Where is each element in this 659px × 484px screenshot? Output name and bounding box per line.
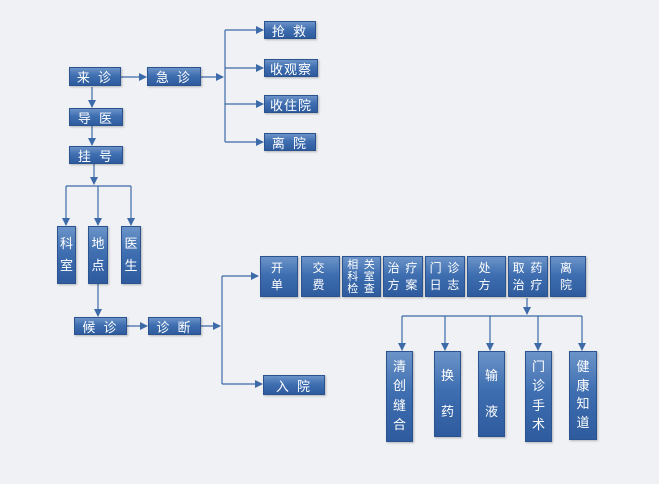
huanyao-char-1: 换 bbox=[440, 368, 454, 384]
node-didian: 地 点 bbox=[88, 226, 108, 284]
qingchuang-char-3: 缝 bbox=[392, 398, 406, 414]
node-shouguancha: 收观察 bbox=[264, 59, 318, 78]
yisheng-char-1: 医 bbox=[124, 236, 138, 252]
treat-huanyao: 换 药 bbox=[434, 351, 461, 437]
shoushu-char-1: 门 bbox=[531, 360, 545, 376]
step-chufang: 处 方 bbox=[467, 256, 506, 297]
treat-shoushu: 门 诊 手 术 bbox=[525, 351, 552, 442]
node-guahao: 挂 号 bbox=[69, 146, 123, 165]
step-quyao-top: 取 药 bbox=[512, 260, 544, 275]
shoushu-char-3: 手 bbox=[531, 398, 545, 414]
step-liyuan-top: 离 bbox=[559, 260, 576, 275]
node-houzhen: 候 诊 bbox=[74, 317, 127, 336]
jiankang-char-2: 康 bbox=[576, 378, 590, 394]
keshi-char-2: 室 bbox=[59, 258, 73, 274]
shuye-char-2: 液 bbox=[484, 404, 498, 420]
node-liyuan-top: 离 院 bbox=[264, 133, 316, 152]
huanyao-char-2: 药 bbox=[440, 404, 454, 420]
shoushu-char-2: 诊 bbox=[531, 379, 545, 395]
step-chufang-top: 处 bbox=[478, 260, 495, 275]
shoushu-char-4: 术 bbox=[531, 417, 545, 433]
step-jiancha-line-1: 相 关 bbox=[347, 258, 376, 272]
step-kaidan: 开 单 bbox=[260, 256, 298, 297]
node-zhenduan: 诊 断 bbox=[148, 317, 201, 336]
qingchuang-char-4: 合 bbox=[392, 417, 406, 433]
node-jizhen: 急 诊 bbox=[147, 67, 201, 86]
step-liyuan-bottom: 院 bbox=[559, 278, 576, 293]
node-laizhen: 来 诊 bbox=[69, 67, 121, 86]
step-jiaofei: 交 费 bbox=[301, 256, 340, 297]
step-jiaofei-bottom: 费 bbox=[312, 278, 329, 293]
treat-qingchuang: 清 创 缝 合 bbox=[386, 351, 413, 442]
node-ruyuan: 入 院 bbox=[263, 375, 325, 395]
node-yisheng: 医 生 bbox=[121, 226, 141, 284]
step-jiancha-line-2: 科 室 bbox=[347, 269, 376, 283]
jiankang-char-4: 道 bbox=[576, 416, 590, 432]
step-kaidan-bottom: 单 bbox=[270, 278, 287, 293]
didian-char-2: 点 bbox=[91, 258, 105, 274]
shuye-char-1: 输 bbox=[484, 368, 498, 384]
step-jiaofei-top: 交 bbox=[312, 260, 329, 275]
step-jiancha-line-3: 检 查 bbox=[347, 281, 376, 295]
step-rizhi-top: 门 诊 bbox=[429, 260, 461, 275]
step-fangan-bottom: 方 案 bbox=[387, 278, 419, 293]
step-quyao: 取 药 治 疗 bbox=[508, 256, 548, 297]
step-rizhi-bottom: 日 志 bbox=[429, 278, 461, 293]
jiankang-char-1: 健 bbox=[576, 359, 590, 375]
qingchuang-char-2: 创 bbox=[392, 379, 406, 395]
didian-char-1: 地 bbox=[91, 236, 105, 252]
treat-shuye: 输 液 bbox=[478, 351, 505, 437]
step-kaidan-top: 开 bbox=[270, 260, 287, 275]
node-shouzhuyuan: 收住院 bbox=[264, 95, 318, 114]
step-fangan: 治 疗 方 案 bbox=[383, 256, 423, 297]
node-keshi: 科 室 bbox=[57, 226, 76, 284]
keshi-char-1: 科 bbox=[59, 236, 73, 252]
step-jiancha: 相 关 科 室 检 查 bbox=[342, 256, 381, 297]
node-qiangjiu: 抢 救 bbox=[264, 21, 316, 40]
jiankang-char-3: 知 bbox=[576, 397, 590, 413]
treat-jiankang: 健 康 知 道 bbox=[569, 351, 597, 440]
step-fangan-top: 治 疗 bbox=[387, 260, 419, 275]
step-rizhi: 门 诊 日 志 bbox=[425, 256, 465, 297]
step-quyao-bottom: 治 疗 bbox=[512, 278, 544, 293]
step-chufang-bottom: 方 bbox=[478, 278, 495, 293]
qingchuang-char-1: 清 bbox=[392, 360, 406, 376]
node-daoyi: 导 医 bbox=[69, 108, 123, 127]
yisheng-char-2: 生 bbox=[124, 258, 138, 274]
step-liyuan: 离 院 bbox=[550, 256, 586, 297]
